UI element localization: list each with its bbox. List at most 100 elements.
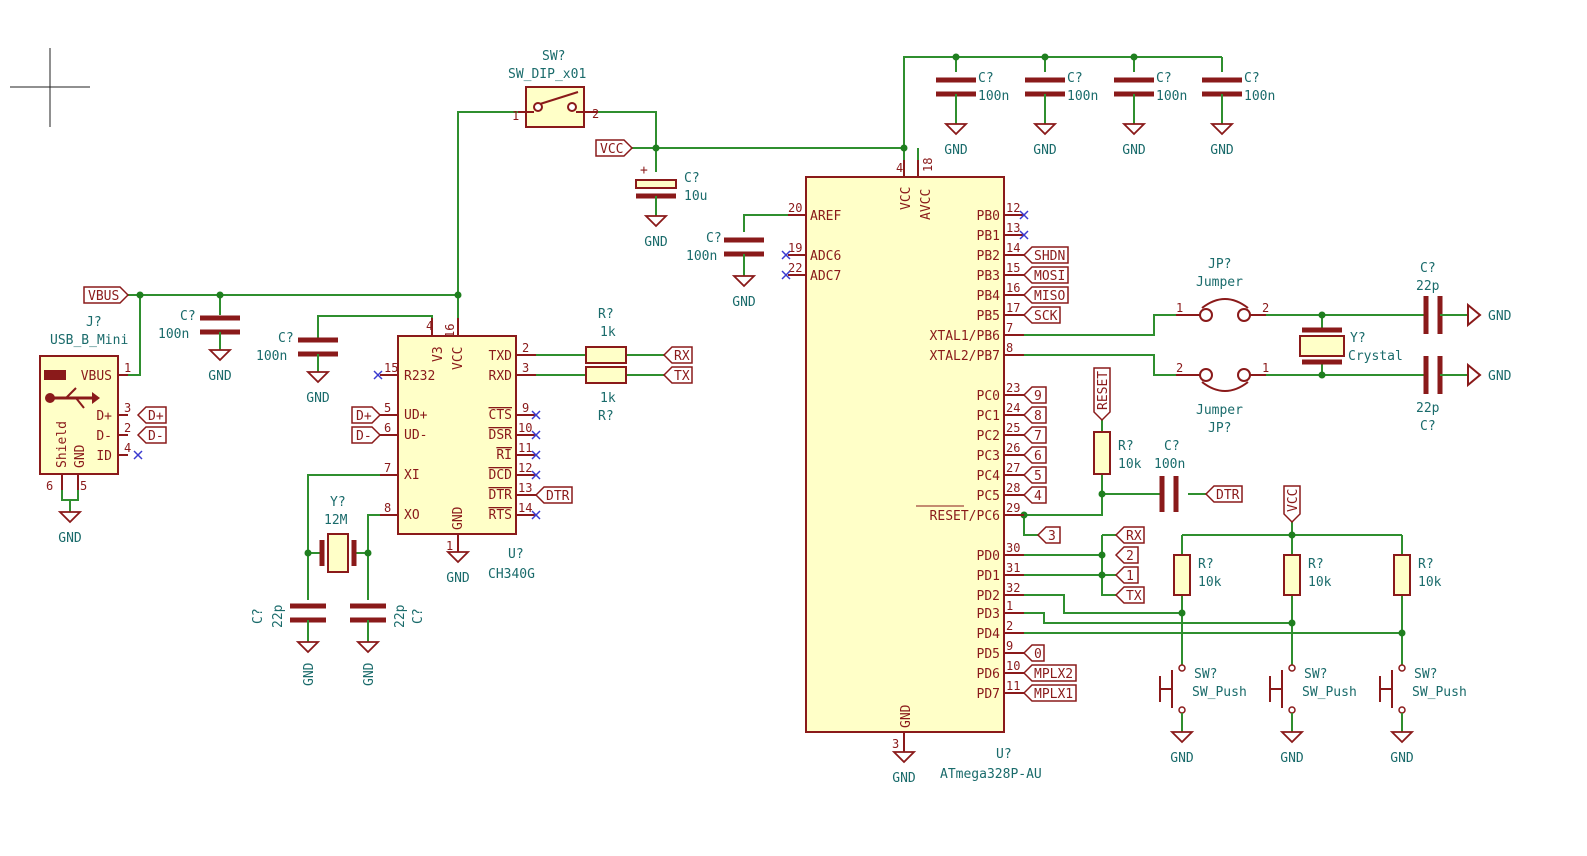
mcu-pin-pc3: PC3 [977, 449, 1000, 464]
cap-reset[interactable]: C? 100n [1154, 439, 1185, 512]
jumper-2-value: Jumper [1196, 403, 1243, 418]
jumper-2[interactable]: 2 1 Jumper JP? [1176, 361, 1269, 436]
mcu-pin-reset-pc6: RESET/PC6 [930, 509, 1000, 524]
mcu-pinnum-3: 3 [892, 737, 899, 751]
crystal-main-ref: Y? [1350, 331, 1366, 346]
crystal-12m[interactable]: Y? 12M [319, 495, 357, 573]
net-pc-flag-2: 7 [1022, 426, 1047, 444]
svg-text:SCK: SCK [1034, 309, 1058, 324]
net-pc-flag-1: 8 [1022, 406, 1047, 424]
cap-10u-ref: C? [684, 171, 700, 186]
mcu-pin-adc7: ADC7 [810, 269, 841, 284]
jumper-2-ref: JP? [1208, 421, 1231, 436]
ch340-chip[interactable]: R232 UD+ UD- XI XO TXD RXD CTS DSR RI DC… [380, 318, 536, 582]
ch340-pinnum-5: 5 [384, 401, 391, 415]
svg-text:GND: GND [58, 531, 82, 546]
svg-text:5: 5 [1034, 469, 1042, 484]
mcu-pinnum: 30 [1006, 541, 1020, 555]
jumper-1-pin1: 1 [1176, 301, 1183, 315]
net-dminus-flag-ch340: D- [351, 426, 382, 444]
top-cap-1[interactable]: C?100n [936, 71, 1009, 124]
ch340-pinnum-11: 11 [518, 441, 532, 455]
mcu-pinnum: 2 [1006, 619, 1013, 633]
mcu-pinnum: 27 [1006, 461, 1020, 475]
dip-pin1: 1 [512, 109, 519, 123]
top-cap-3[interactable]: C?100n [1114, 71, 1187, 124]
mcu-pin-adc6: ADC6 [810, 249, 841, 264]
gnd-button-3: GND [1389, 731, 1415, 766]
net-dplus-flag-usb: D+ [136, 406, 167, 424]
net-pc-flag-3: 6 [1022, 446, 1047, 464]
mcu-pin-vcc: VCC [899, 187, 914, 210]
usb-connector[interactable]: VBUS D+ D- ID Shield GND 1 3 2 4 6 5 J? … [39, 315, 131, 512]
mcu-pin-pd3: PD3 [977, 607, 1000, 622]
mcu-pinnum: 16 [1006, 281, 1020, 295]
top-cap-4[interactable]: C?100n [1202, 71, 1275, 124]
svg-text:GND: GND [1170, 751, 1194, 766]
mcu-pinnum: 8 [1006, 341, 1013, 355]
usb-pinnum-1: 1 [124, 361, 131, 375]
usb-pin-vbus: VBUS [81, 369, 112, 384]
ch340-pinnum-16: 16 [443, 324, 457, 338]
cap-v3-value: 100n [256, 349, 287, 364]
gnd-top-cap-2: GND [1032, 123, 1058, 158]
gnd-button-1: GND [1169, 731, 1195, 766]
cap-aref[interactable]: C? 100n [686, 231, 764, 276]
resistor-tx[interactable]: 1k R? [585, 366, 627, 424]
gnd-button-2: GND [1279, 731, 1305, 766]
net-pd0-flag: 2 [1114, 546, 1139, 564]
crystal-12m-ref: Y? [330, 495, 346, 510]
gnd-top-cap-1: GND [943, 123, 969, 158]
svg-text:TX: TX [674, 369, 690, 384]
cap-x2[interactable]: 22p C? GND [1416, 356, 1512, 434]
cap-v3[interactable]: C? 100n [256, 331, 338, 372]
cap-xo[interactable]: 22p C? [350, 603, 426, 642]
net-dplus-flag-ch340: D+ [351, 406, 382, 424]
mcu-chip[interactable]: AREF ADC6 ADC7 VCC AVCC GND 20 19 22 4 1… [788, 158, 1042, 782]
svg-text:RESET: RESET [1096, 371, 1111, 410]
usb-value: USB_B_Mini [50, 333, 128, 348]
cap-x1-ref: C? [1420, 261, 1436, 276]
cap-xi[interactable]: C? 22p [251, 603, 326, 642]
top-cap-2[interactable]: C?100n [1025, 71, 1098, 124]
cap-v3-ref: C? [278, 331, 294, 346]
svg-text:GND: GND [1280, 751, 1304, 766]
cap-x1[interactable]: C? 22p GND [1416, 261, 1512, 334]
cap-vbus[interactable]: C? 100n [158, 309, 240, 350]
net-reset-flag: RESET [1093, 367, 1111, 422]
mcu-pinnum: 7 [1006, 321, 1013, 335]
cap-10u-polarity: + [640, 163, 648, 178]
mcu-pinnum-4: 4 [896, 161, 903, 175]
usb-pinnum-3: 3 [124, 401, 131, 415]
svg-text:DTR: DTR [546, 489, 570, 504]
ch340-pin-gnd: GND [451, 506, 466, 530]
usb-pin-dp: D+ [96, 409, 112, 424]
crystal-main-value: Crystal [1348, 349, 1403, 364]
cap-aref-ref: C? [706, 231, 722, 246]
cap-10u[interactable]: + C? 10u [635, 163, 707, 216]
svg-text:1: 1 [1126, 569, 1134, 584]
cap-x2-gnd: GND [1488, 369, 1512, 384]
svg-text:GND: GND [1033, 143, 1057, 158]
jumper-2-pin2: 2 [1176, 361, 1183, 375]
resistor-rx[interactable]: R? 1k [585, 307, 627, 364]
net-pc-flag-0: 9 [1022, 386, 1047, 404]
usb-icon [44, 370, 100, 409]
jumper-1-value: Jumper [1196, 275, 1243, 290]
ch340-pin-vcc: VCC [451, 347, 466, 370]
mcu-pinnum: 31 [1006, 561, 1020, 575]
svg-text:9: 9 [1034, 389, 1042, 404]
cap-x1-value: 22p [1416, 279, 1440, 294]
net-sck-flag: SCK [1022, 306, 1061, 324]
btn-switch-ref: SW? [1194, 667, 1217, 682]
svg-text:MPLX2: MPLX2 [1034, 667, 1073, 682]
dip-switch[interactable]: 1 2 SW? SW_DIP_x01 [508, 49, 599, 128]
mcu-pinnum: 9 [1006, 639, 1013, 653]
usb-pinnum-4: 4 [124, 441, 131, 455]
crystal-main[interactable]: Y? Crystal [1299, 327, 1403, 365]
jumper-1[interactable]: 1 2 JP? Jumper [1176, 257, 1269, 322]
resistor-reset[interactable]: R? 10k [1093, 431, 1142, 475]
